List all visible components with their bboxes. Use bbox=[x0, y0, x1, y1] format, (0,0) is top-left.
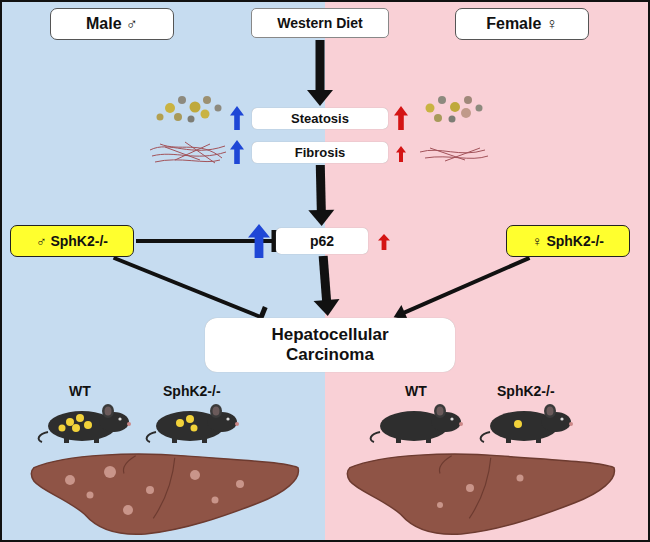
inhibition-connector bbox=[114, 258, 266, 328]
node-text: Female ♀ bbox=[486, 15, 558, 33]
arrow-connector bbox=[307, 40, 333, 106]
genotype-label: SphK2-/- bbox=[163, 383, 221, 399]
node-text: Hepatocellular Carcinoma bbox=[245, 325, 415, 365]
node-text: Male ♂ bbox=[86, 15, 138, 33]
node-text: Western Diet bbox=[277, 15, 362, 31]
node-text: Fibrosis bbox=[295, 145, 346, 160]
genotype-label: SphK2-/- bbox=[497, 383, 555, 399]
arrow-connector bbox=[314, 256, 340, 316]
process-box: p62 bbox=[276, 228, 368, 254]
node-text: ♂ SphK2-/- bbox=[36, 233, 108, 249]
genotype-label: WT bbox=[69, 383, 91, 399]
node-text: p62 bbox=[310, 233, 334, 249]
arrow-connector bbox=[308, 165, 334, 226]
arrow-connector bbox=[394, 258, 530, 320]
inhibition-connector bbox=[136, 230, 274, 252]
group-header: Female ♀ bbox=[455, 8, 589, 40]
process-box: Steatosis bbox=[252, 108, 388, 129]
genotype-label: WT bbox=[405, 383, 427, 399]
genotype-box: ♂ SphK2-/- bbox=[10, 225, 134, 257]
input-box: Western Diet bbox=[251, 8, 389, 38]
process-box: Fibrosis bbox=[252, 142, 388, 163]
group-header: Male ♂ bbox=[50, 8, 174, 40]
node-text: ♀ SphK2-/- bbox=[532, 233, 604, 249]
node-text: Steatosis bbox=[291, 111, 349, 126]
outcome-box: Hepatocellular Carcinoma bbox=[205, 318, 455, 372]
genotype-box: ♀ SphK2-/- bbox=[506, 225, 630, 257]
